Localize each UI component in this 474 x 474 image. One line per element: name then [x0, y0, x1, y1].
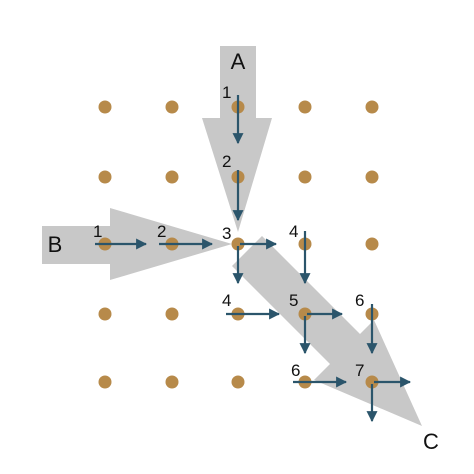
- step-label: 2: [222, 152, 231, 171]
- flow-label-c: C: [423, 429, 439, 454]
- grid-dot: [298, 307, 312, 321]
- step-label: 3: [222, 224, 231, 243]
- grid-dot: [365, 170, 379, 184]
- flow-label-a: A: [231, 49, 246, 74]
- grid-dot: [365, 237, 379, 251]
- step-label: 4: [222, 291, 231, 310]
- grid-dot: [365, 375, 379, 389]
- step-label: 6: [291, 361, 300, 380]
- grid-dot: [231, 237, 245, 251]
- grid-dot: [165, 100, 179, 114]
- grid-dot: [165, 170, 179, 184]
- step-label: 1: [93, 222, 102, 241]
- grid-dot: [165, 307, 179, 321]
- grid-dot: [98, 375, 112, 389]
- step-arrows: [95, 95, 412, 423]
- grid-dot: [98, 170, 112, 184]
- grid-dot: [298, 170, 312, 184]
- grid-dot: [165, 375, 179, 389]
- grid-dot: [98, 100, 112, 114]
- flow-arrow-c: [232, 236, 422, 426]
- grid-dot: [98, 307, 112, 321]
- step-label: 4: [289, 222, 298, 241]
- step-label: 5: [289, 291, 298, 310]
- grid-dot: [365, 100, 379, 114]
- flow-label-b: B: [48, 232, 63, 257]
- grid-dot: [298, 100, 312, 114]
- step-label: 6: [355, 291, 364, 310]
- step-label: 2: [157, 222, 166, 241]
- step-label: 1: [222, 83, 231, 102]
- step-label: 7: [355, 361, 364, 380]
- grid-dot: [231, 375, 245, 389]
